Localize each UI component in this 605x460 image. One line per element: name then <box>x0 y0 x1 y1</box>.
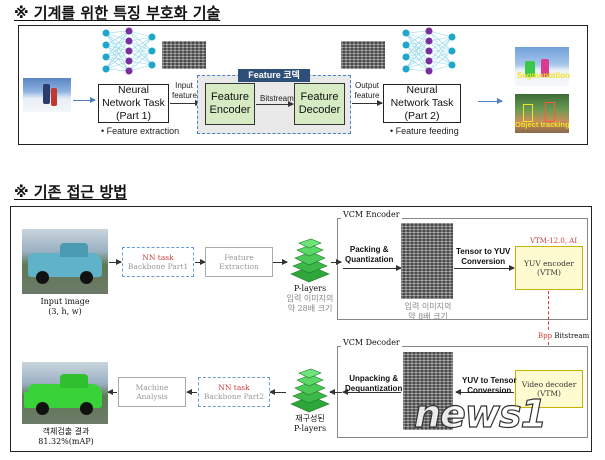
section2-heading: ※ 기존 접근 방법 <box>14 183 128 201</box>
yuv-encoder-box: YUV encoder(VTM) <box>515 246 583 290</box>
p-layers-stack-icon <box>290 238 330 283</box>
input-image-caption: Input image(3, h, w) <box>40 297 90 316</box>
object-tracking-label: Object tracking <box>515 120 570 129</box>
nn-task-part1-box: Neural Network Task (Part 1) <box>98 84 169 123</box>
decoded-feature-image <box>403 352 453 430</box>
arrow-machine-to-output <box>107 389 117 395</box>
unpacking-dequantization-label: Unpacking &Dequantization <box>345 374 403 393</box>
detection-output-image <box>22 362 108 424</box>
codec-title-badge: Feature 코덱 <box>238 69 310 82</box>
arrow-packing <box>343 265 402 271</box>
packed-feature-image <box>401 223 453 299</box>
arrow-tensor-to-yuv <box>454 265 515 271</box>
input-image-truck <box>22 229 108 294</box>
arrow-encoder-to-decoder <box>256 101 294 107</box>
nn1-note: • Feature extraction <box>101 126 180 136</box>
nn1-line2: Network Task <box>102 97 165 109</box>
arrow-to-players <box>273 259 288 265</box>
segmentation-label: Segmentation <box>517 71 570 80</box>
news1-watermark-logo: news1 <box>413 391 547 436</box>
vcm-decoder-label: VCM Decoder <box>341 338 402 348</box>
arrow-nn1-to-codec <box>170 100 201 106</box>
arrow-players-to-nn2 <box>269 389 286 395</box>
arrow-input-to-nn <box>109 259 122 265</box>
p-layers-caption: P-layers 입력 이미지의 약 28배 크기 <box>286 284 334 313</box>
arrow-decoder-to-tensor <box>455 389 514 395</box>
segmentation-result-image: Segmentation <box>515 47 570 86</box>
vtm-config-label: VTM-12.0, AI <box>530 237 578 245</box>
neural-network-icon <box>102 27 156 75</box>
nn2-note: • Feature feeding <box>390 126 459 136</box>
section1-frame <box>18 25 588 145</box>
nn1-line1: Neural <box>118 84 149 96</box>
arrow-nn2-to-machine <box>186 389 197 395</box>
neural-network-icon <box>402 27 456 75</box>
feature-map-image <box>162 41 206 69</box>
arrow-nn2-to-results <box>478 98 503 104</box>
reconstructed-feature-map-image <box>341 41 385 69</box>
object-tracking-result-image: Object tracking <box>515 94 570 133</box>
vcm-encoder-group <box>337 218 588 320</box>
section1-heading: ※ 기계를 위한 특징 부호화 기술 <box>14 4 221 22</box>
nn1-line3: (Part 1) <box>115 110 151 122</box>
input-photo-skier <box>23 78 71 112</box>
arrow-nn-to-feature-extraction <box>195 259 206 265</box>
arrow-unpacking <box>342 389 401 395</box>
arrow-photo-to-nn1 <box>73 97 96 103</box>
bitstream-label: Bitstream <box>260 94 294 103</box>
vcm-encoder-label: VCM Encoder <box>341 210 402 220</box>
video-decoder-box: Video decoder(VTM) <box>515 370 583 408</box>
arrow-codec-to-nn2 <box>352 100 383 106</box>
bitstream-line <box>548 291 549 345</box>
reconstructed-p-layers-icon <box>290 368 330 413</box>
bitstream-label: Bpp Bitstream <box>537 331 591 341</box>
section2-frame <box>10 206 592 452</box>
packing-quantization-label: Packing &Quantization <box>345 245 394 264</box>
arrow-players-to-encoder <box>331 259 342 265</box>
arrow-to-recon-players <box>329 389 342 395</box>
